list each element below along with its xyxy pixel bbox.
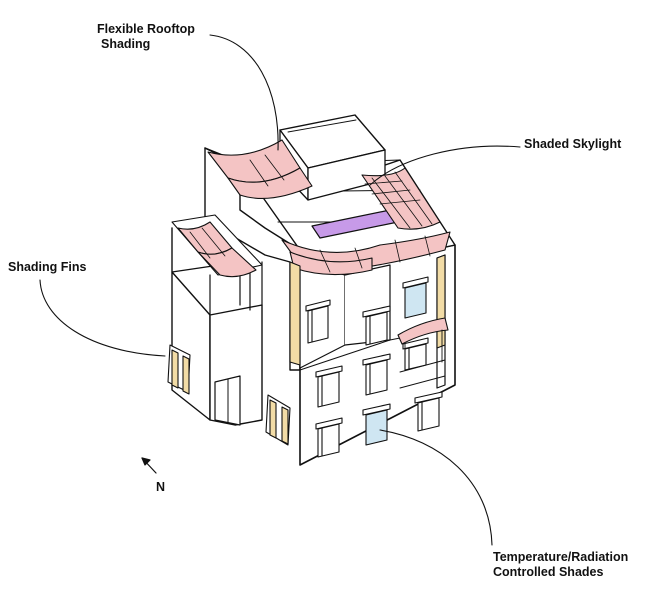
label-line: Shading Fins [8,260,87,274]
window [414,391,443,432]
label-shaded-skylight: Shaded Skylight [524,137,621,152]
label-temperature-radiation-shades: Temperature/Radiation Controlled Shades [493,550,628,580]
window [402,337,429,371]
label-line: Flexible Rooftop [97,22,195,36]
leader-shading-fins [39,279,166,357]
window [315,417,343,458]
label-line: Shaded Skylight [524,137,622,151]
north-arrow [141,457,157,474]
window-awning [397,317,449,345]
window-glazed [402,276,429,319]
window [315,365,343,408]
label-shading-fins: Shading Fins [8,260,86,275]
label-line: Temperature/Radiation [493,550,629,564]
leader-lines [39,34,521,546]
label-line: Controlled Shades [493,565,604,579]
north-label: N [156,480,165,495]
left-pergola-shading [171,214,263,278]
rooftop-shading-canopy [207,139,451,276]
window [362,305,391,346]
label-line: N [156,480,166,494]
windows [305,276,449,458]
window [305,299,331,344]
label-flexible-rooftop-shading: Flexible Rooftop Shading [97,22,195,52]
leader-temperature-shades [379,429,493,546]
leader-flexible-rooftop-shading [209,34,279,151]
window [362,353,391,396]
window-glazed [362,403,391,446]
label-line: Shading [101,37,151,51]
leader-shaded-skylight [369,145,521,186]
